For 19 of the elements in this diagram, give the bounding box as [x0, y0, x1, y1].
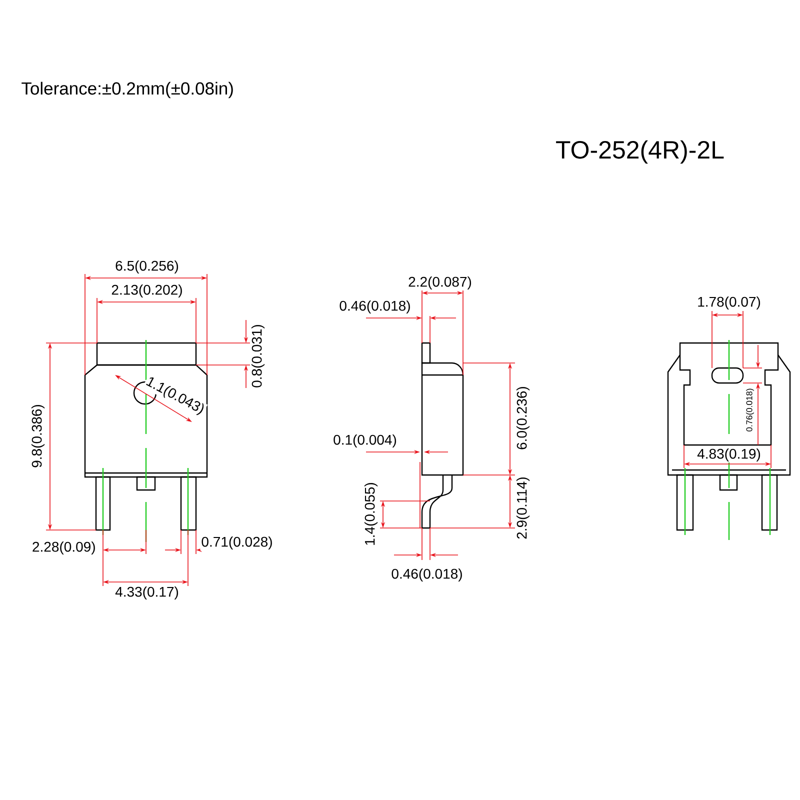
dimension-text: 4.33(0.17) [114, 585, 180, 601]
dimension-text: 6.5(0.256) [114, 259, 180, 275]
dimension-text: 2.28(0.09) [30, 540, 97, 556]
dimension-text: 9.8(0.386) [30, 403, 46, 469]
package-title: TO-252(4R)-2L [556, 140, 724, 164]
dimension-text: 1.78(0.07) [696, 295, 762, 311]
dimension-text: 2.13(0.202) [110, 283, 184, 299]
dimension-text: 0.46(0.018) [338, 299, 412, 315]
dimension-text: 0.71(0.028) [200, 535, 274, 551]
dimension-text: 2.9(0.114) [515, 476, 531, 540]
dimension-text: 4.83(0.19) [696, 447, 762, 463]
dimension-text: 0.8(0.031) [250, 323, 266, 389]
dimension-text: 0.46(0.018) [390, 567, 464, 583]
dimension-text: 0.76(0.018) [745, 387, 755, 433]
tolerance-note: Tolerance:±0.2mm(±0.08in) [20, 80, 235, 100]
dimension-text: 1.4(0.055) [363, 481, 379, 547]
dimension-text: 2.2(0.087) [407, 275, 473, 291]
dimension-text: 6.0(0.236) [515, 385, 531, 451]
dimension-text: 0.1(0.004) [332, 433, 398, 449]
